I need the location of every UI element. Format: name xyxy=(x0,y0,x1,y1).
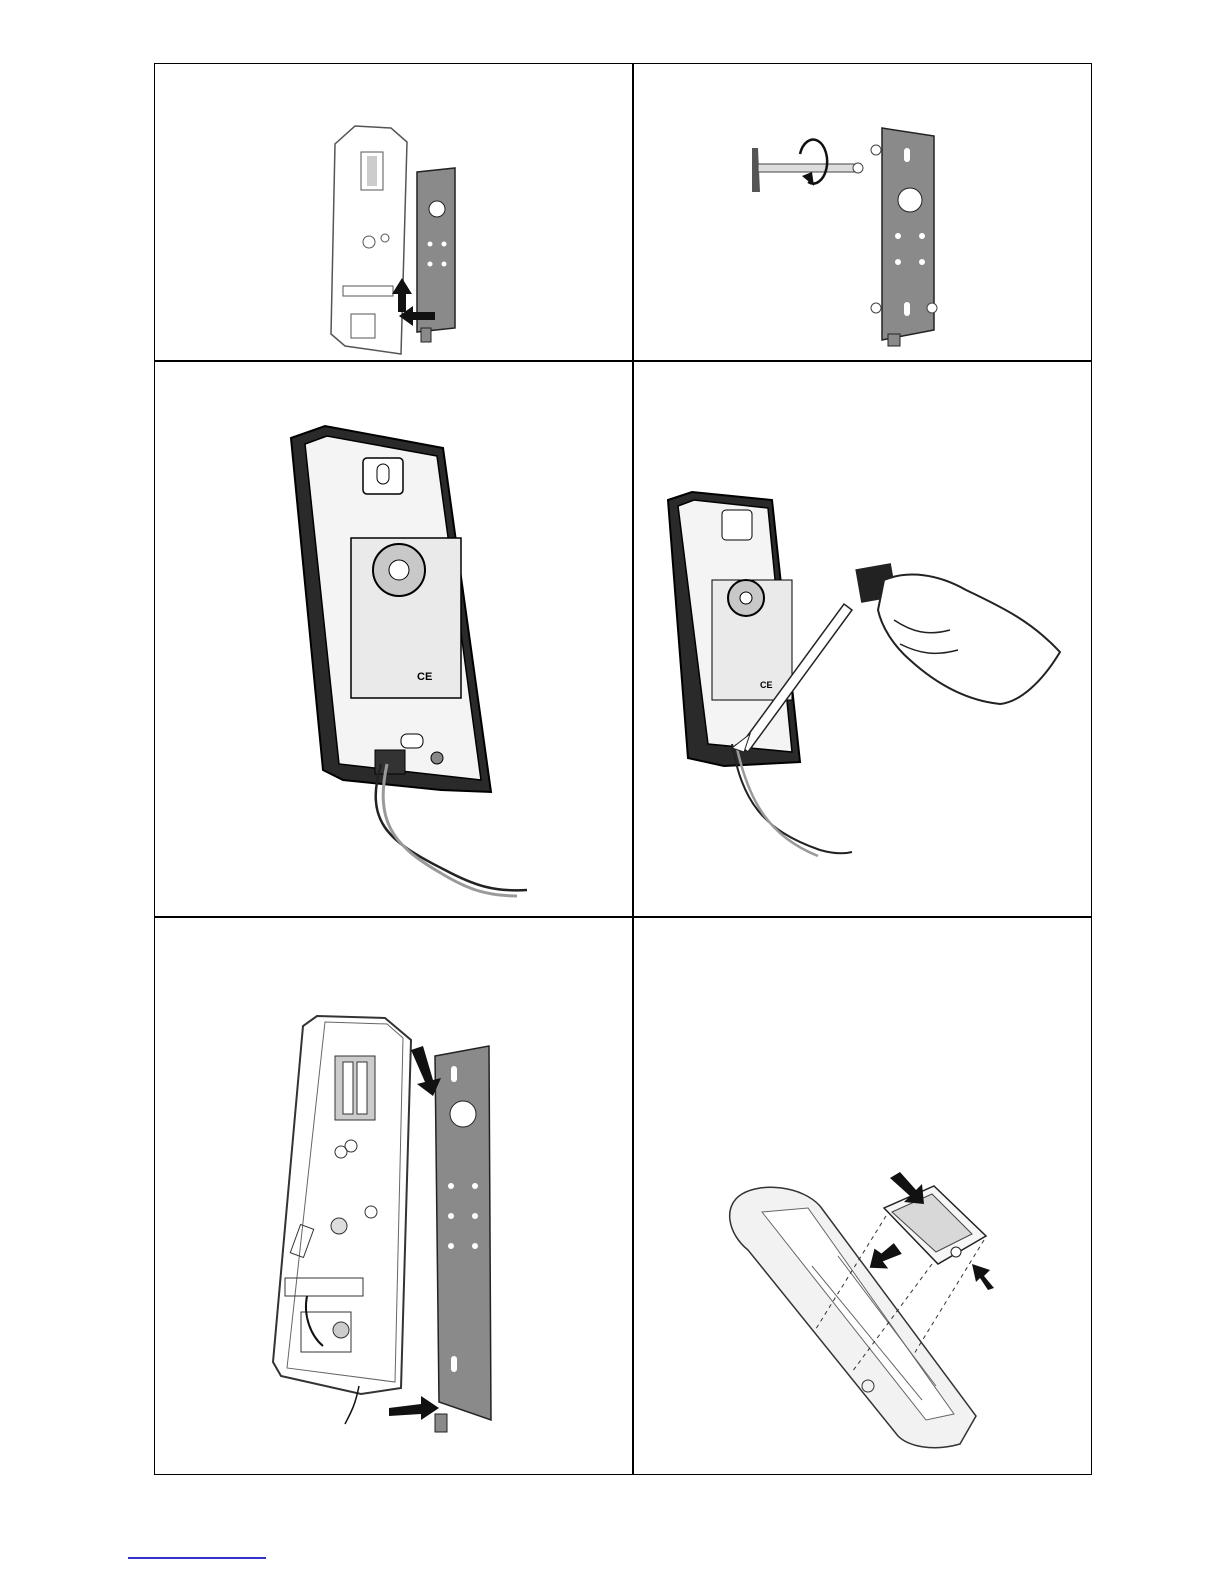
panel-3: CE xyxy=(155,360,632,916)
arrow-down-left-icon xyxy=(866,1242,904,1272)
panel-2 xyxy=(632,64,1093,360)
panel-4: CE xyxy=(632,360,1093,916)
hand xyxy=(878,575,1060,704)
insert-module-into-housing-illustration xyxy=(632,916,1093,1476)
mounting-plate xyxy=(871,128,937,346)
arrow-right-icon xyxy=(389,1396,439,1420)
instruction-grid: CE CE xyxy=(154,63,1092,1475)
back-housing: CE xyxy=(291,426,491,792)
ce-mark: CE xyxy=(417,671,432,683)
back-housing-with-cable-illustration: CE xyxy=(155,360,632,916)
device-base xyxy=(273,1016,411,1394)
device-base xyxy=(331,126,407,354)
panel-6 xyxy=(632,916,1093,1476)
arrow-down-right-icon xyxy=(890,1172,924,1204)
footer-link-underline xyxy=(128,1557,266,1559)
mounting-plate-with-post-screw-illustration xyxy=(632,64,1093,360)
slide-housing-onto-plate-illustration xyxy=(155,916,632,1476)
hand-applying-sealant-illustration: CE xyxy=(632,360,1093,916)
device-base-on-mounting-plate-illustration xyxy=(155,64,632,360)
ce-mark-small: CE xyxy=(760,680,773,690)
back-housing: CE xyxy=(668,492,800,766)
rotate-arrow-icon xyxy=(800,140,827,186)
post-screw xyxy=(752,148,863,192)
mounting-plate xyxy=(435,1046,491,1432)
panel-1 xyxy=(155,64,632,360)
arrow-up-left-icon xyxy=(972,1264,994,1290)
panel-5 xyxy=(155,916,632,1476)
